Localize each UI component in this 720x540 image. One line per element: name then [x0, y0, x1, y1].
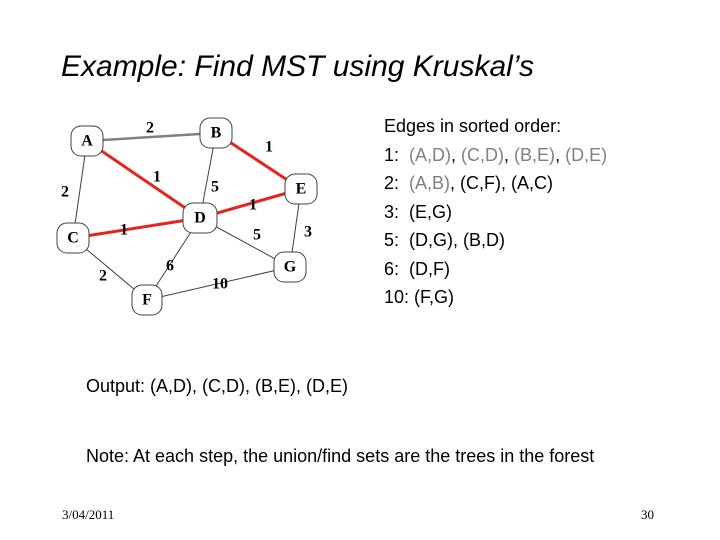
sorted-edges-heading: Edges in sorted order: — [384, 116, 562, 136]
selected-edge: (A,D) — [409, 144, 452, 165]
node-G: G — [273, 251, 307, 283]
weight-prefix: 2: — [384, 173, 410, 193]
node-C: C — [56, 222, 90, 254]
weight-prefix: 5: — [384, 230, 410, 250]
slide-title: Example: Find MST using Kruskal’s — [61, 50, 534, 83]
edge-text: (D,G), (B,D) — [409, 230, 506, 250]
edge-text: , — [504, 144, 515, 165]
selected-edge: (D,E) — [565, 144, 608, 165]
sorted-edges-line: 5: (D,G), (B,D) — [384, 226, 607, 255]
weight-prefix: 6: — [384, 258, 410, 279]
edge-weight-E-G: 3 — [304, 224, 312, 241]
edge-text: (D,F) — [409, 258, 450, 279]
node-B: B — [199, 117, 233, 149]
edge-weight-A-C: 2 — [61, 184, 69, 201]
node-label-A: A — [81, 133, 93, 150]
edge-weight-D-G: 5 — [253, 227, 261, 244]
edge-weight-C-F: 2 — [99, 268, 107, 285]
edge-weight-D-F: 6 — [166, 258, 174, 275]
node-D: D — [182, 202, 218, 234]
sorted-edges-line: 6: (D,F) — [384, 255, 607, 284]
node-E: E — [284, 173, 318, 205]
edge-weight-B-D: 5 — [211, 179, 219, 196]
edge-text: , — [451, 144, 462, 165]
selected-edge: (B,E) — [514, 144, 556, 165]
weight-prefix: 3: — [384, 201, 410, 222]
node-label-E: E — [296, 181, 307, 198]
edge-C-D — [72, 216, 201, 240]
edge-A-D — [86, 139, 201, 220]
node-label-C: C — [67, 230, 79, 247]
node-label-G: G — [284, 259, 297, 276]
node-box-E — [284, 173, 318, 205]
weight-prefix: 10: — [384, 287, 415, 307]
edge-text: (F,G) — [414, 287, 455, 307]
selected-edge: (A,B) — [409, 173, 451, 193]
edge-text: (E,G) — [409, 201, 453, 222]
sorted-edges-line: 1: (A,D), (C,D), (B,E), (D,E) — [384, 141, 607, 170]
edge-weight-A-B: 2 — [146, 120, 154, 137]
node-label-D: D — [194, 210, 206, 227]
sorted-edges-line: 2: (A,B), (C,F), (A,C) — [384, 169, 607, 198]
edge-F-G — [146, 266, 291, 301]
edge-weight-B-E: 1 — [265, 139, 273, 156]
note-text: Note: At each step, the union/find sets … — [86, 446, 595, 466]
node-box-A — [70, 125, 104, 157]
edge-weight-C-D: 1 — [120, 222, 128, 239]
node-box-B — [199, 117, 233, 149]
edge-weight-F-G: 10 — [212, 276, 228, 293]
node-box-G — [273, 251, 307, 283]
node-A: A — [70, 125, 104, 157]
edge-text: , — [555, 144, 566, 165]
edge-weight-D-E: 1 — [249, 197, 257, 214]
sorted-edges-line: 3: (E,G) — [384, 198, 607, 227]
node-F: F — [131, 284, 163, 316]
edge-text: , (C,F), (A,C) — [450, 173, 554, 193]
sorted-edges-list: 1: (A,D), (C,D), (B,E), (D,E)2: (A,B), (… — [384, 141, 607, 312]
node-label-B: B — [211, 125, 222, 142]
page-number: 30 — [641, 507, 654, 522]
output-text: Output: (A,D), (C,D), (B,E), (D,E) — [86, 376, 349, 396]
sorted-edges-panel: Edges in sorted order: 1: (A,D), (C,D), … — [384, 112, 607, 312]
weight-prefix: 1: — [384, 144, 410, 165]
edge-weight-A-D: 1 — [153, 169, 161, 186]
node-box-F — [131, 284, 163, 316]
node-box-C — [56, 222, 90, 254]
graph-diagram: A B C D E F G 2 1 2 1 5 1 2 1 5 6 3 10 — [56, 117, 318, 316]
edge-A-C — [72, 140, 88, 239]
edge-A-B — [86, 131, 217, 143]
node-label-F: F — [142, 292, 152, 309]
sorted-edges-line: 10: (F,G) — [384, 283, 607, 312]
footer-date: 3/04/2011 — [62, 507, 115, 522]
node-box-D — [182, 202, 218, 234]
selected-edge: (C,D) — [461, 144, 505, 165]
